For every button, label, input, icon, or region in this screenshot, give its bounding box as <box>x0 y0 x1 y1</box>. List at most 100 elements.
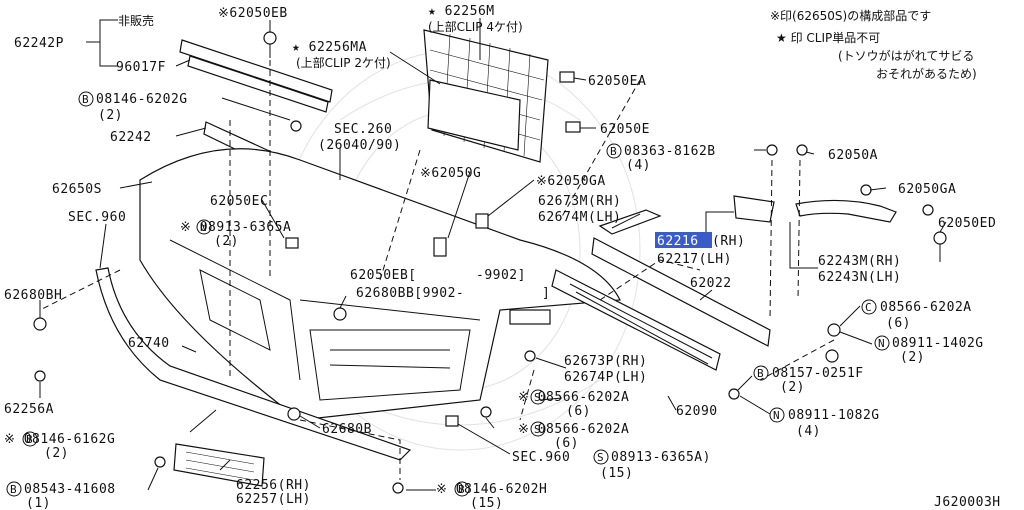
svg-text:B: B <box>26 433 33 446</box>
label-08911-1082G[interactable]: 08911-1082G <box>788 408 880 423</box>
label-08146-6162G[interactable]: ※ 08146-6162G <box>4 432 115 447</box>
label-08566-mid1-qty: (6) <box>566 404 591 419</box>
label-62217[interactable]: 62217(LH) <box>657 252 732 267</box>
label-62256MA[interactable]: ★ 62256MA <box>292 40 367 55</box>
svg-text:B: B <box>82 93 89 106</box>
svg-text:B: B <box>610 145 617 158</box>
svg-text:B: B <box>458 483 465 496</box>
label-62050EB-2[interactable]: 62050EB[ <box>350 268 417 283</box>
legend-line-1: ※印(62650S)の構成部品です <box>770 8 931 23</box>
label-62256RH[interactable]: 62256(RH) <box>236 478 311 493</box>
diagram-id: J620003H <box>934 495 1001 510</box>
svg-text:S: S <box>597 451 604 464</box>
label-08146-6202H[interactable]: ※ 08146-6202H <box>436 482 547 497</box>
label-08913-top-qty: (2) <box>214 234 239 249</box>
label-62050ED[interactable]: 62050ED <box>938 216 996 231</box>
label-08543-qty: (1) <box>26 496 51 510</box>
label-62243M[interactable]: 62243M(RH) <box>818 254 901 269</box>
label-62680BB[interactable]: 62680BB[9902- <box>356 286 464 301</box>
label-08913-bot-qty: (15) <box>600 466 633 481</box>
label-08157-0251F[interactable]: 08157-0251F <box>772 366 864 381</box>
label-62256M-note: (上部CLIP 4ケ付) <box>428 19 523 34</box>
label-08911-1402G-qty: (2) <box>900 350 925 365</box>
label-62674M[interactable]: 62674M(LH) <box>538 210 621 225</box>
label-08543-41608[interactable]: 08543-41608 <box>24 482 116 497</box>
label-62674P[interactable]: 62674P(LH) <box>564 370 647 385</box>
label-62050EA[interactable]: 62050EA <box>588 74 646 89</box>
label-62673P[interactable]: 62673P(RH) <box>564 354 647 369</box>
label-08363-qty: (4) <box>626 158 651 173</box>
bracket-62243M <box>795 199 897 223</box>
label-62680BH[interactable]: 62680BH <box>4 288 62 303</box>
label-96017F[interactable]: 96017F <box>116 60 166 75</box>
label-62680BB-end: ] <box>542 286 550 301</box>
label-62050EC[interactable]: 62050EC <box>210 194 268 209</box>
label-62740[interactable]: 62740 <box>128 336 170 351</box>
label-08911-1082G-qty: (4) <box>796 424 821 439</box>
legend-line-4: おそれがあるため) <box>876 66 977 81</box>
label-62680B[interactable]: 62680B <box>322 422 372 437</box>
label-62050GA-mid[interactable]: ※62050GA <box>536 174 606 189</box>
label-08566-mid2-qty: (6) <box>554 436 579 451</box>
bumper-fascia-62650S <box>139 148 621 421</box>
label-62256M[interactable]: ★ 62256M <box>428 4 495 19</box>
label-62050A[interactable]: 62050A <box>828 148 878 163</box>
label-62050G[interactable]: ※62050G <box>420 166 481 181</box>
label-08566-mid2[interactable]: ※ 08566-6202A <box>518 422 629 437</box>
label-62050EB[interactable]: ※62050EB <box>218 6 288 21</box>
label-08566-right-qty: (6) <box>886 316 911 331</box>
label-08913-top[interactable]: ※ 08913-6365A <box>180 220 291 235</box>
highlight-box <box>655 232 712 248</box>
legend: ※印(62650S)の構成部品です ★ 印 CLIP単品不可 (トソウがはがれて… <box>770 8 977 81</box>
fasteners <box>33 31 947 494</box>
label-08157-qty: (2) <box>780 380 805 395</box>
label-62256MA-note: (上部CLIP 2ケ付) <box>296 55 391 70</box>
assembly-dashed-lines <box>39 60 835 480</box>
svg-text:S: S <box>534 391 541 404</box>
label-62257LH[interactable]: 62257(LH) <box>236 492 311 507</box>
legend-line-2: ★ 印 CLIP単品不可 <box>776 31 880 45</box>
label-62090[interactable]: 62090 <box>676 404 718 419</box>
label-62022[interactable]: 62022 <box>690 276 732 291</box>
label-sec-960[interactable]: SEC.960 <box>68 210 126 225</box>
label-sec-260[interactable]: SEC.260 <box>334 122 392 137</box>
reinforcement-62242P <box>179 39 333 113</box>
svg-text:S: S <box>534 423 541 436</box>
lower-lip-62740 <box>95 267 412 461</box>
label-62050E[interactable]: 62050E <box>600 122 650 137</box>
label-08566-right[interactable]: 08566-6202A <box>880 300 972 315</box>
svg-text:C: C <box>865 301 872 314</box>
bracket-62216 <box>733 195 775 223</box>
label-08146-6202G-qty: (2) <box>98 108 123 123</box>
label-62673M[interactable]: 62673M(RH) <box>538 194 621 209</box>
label-62242[interactable]: 62242 <box>110 130 152 145</box>
svg-text:N: N <box>200 221 207 234</box>
label-62650S[interactable]: 62650S <box>52 182 102 197</box>
svg-text:B: B <box>757 367 764 380</box>
leader-lines <box>39 18 947 491</box>
label-62243N[interactable]: 62243N(LH) <box>818 270 901 285</box>
label-sec-960-b[interactable]: SEC.960 <box>512 450 570 465</box>
label-62216[interactable]: 62216 <box>657 234 699 249</box>
label-62216-rh: (RH) <box>712 234 745 249</box>
label-62242P[interactable]: 62242P <box>14 36 64 51</box>
label-08911-1402G[interactable]: 08911-1402G <box>892 336 984 351</box>
label-62050GA-right[interactable]: 62050GA <box>898 182 956 197</box>
absorber-62090 <box>551 269 721 371</box>
label-08566-mid1[interactable]: ※ 08566-6202A <box>518 390 629 405</box>
svg-text:N: N <box>773 409 780 422</box>
label-9902: -9902] <box>476 268 526 283</box>
label-62256A[interactable]: 62256A <box>4 402 54 417</box>
prefix-markers: B B N C N B S N B S S B B <box>6 91 890 497</box>
part-labels: 62242P 非販売 96017F ※62050EB ★ 62256M (上部C… <box>4 4 996 510</box>
label-08146-6202G[interactable]: 08146-6202G <box>96 92 188 107</box>
legend-line-3: (トソウがはがれてサビる <box>838 48 974 63</box>
reinforcement-62022 <box>591 209 771 347</box>
label-08363-8162B[interactable]: 08363-8162B <box>624 144 716 159</box>
label-62216-highlighted[interactable]: 62216 <box>655 232 712 249</box>
svg-text:N: N <box>878 337 885 350</box>
label-08146-6162G-qty: (2) <box>44 446 69 461</box>
label-08913-bot[interactable]: 08913-6365A) <box>611 450 711 465</box>
svg-text:B: B <box>10 483 17 496</box>
